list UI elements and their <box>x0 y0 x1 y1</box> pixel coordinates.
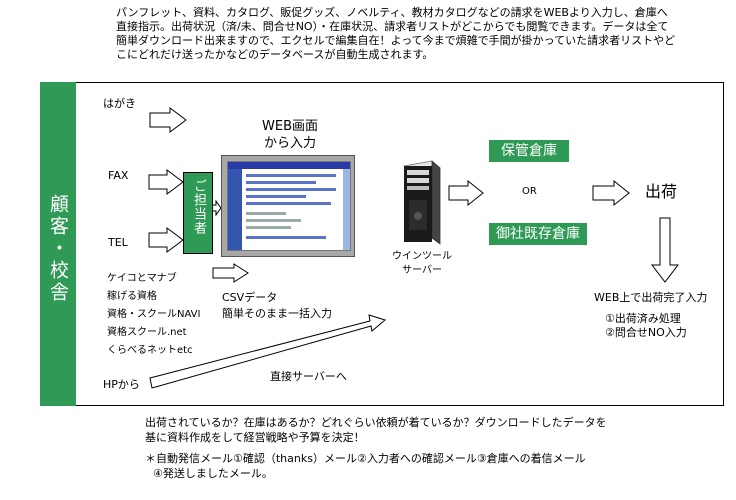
ship-arrow <box>592 179 630 207</box>
hp-label: HPから <box>103 378 140 391</box>
csv-caption: CSVデータ 簡単そのまま一括入力 <box>222 290 332 322</box>
bottom-text: 出荷されているか？在庫はあるか？どれぐらい依頼が着ているか？ダウンロードしたデー… <box>145 416 607 444</box>
complete-item: ②問合せNO入力 <box>605 326 687 339</box>
fax-arrow <box>148 169 184 195</box>
postcard-arrow <box>149 107 187 133</box>
server-line1: ウインツール <box>392 251 452 262</box>
customer-band: 顧客・校舎 <box>40 82 76 406</box>
direct-server-label: 直接サーバーへ <box>270 370 347 383</box>
server-arrow <box>448 179 484 207</box>
server-icon <box>403 160 441 245</box>
portal-item: 稼げる資格 <box>107 291 157 302</box>
fax-label: FAX <box>108 169 129 182</box>
server-line2: サーバー <box>402 265 442 276</box>
portal-arrow <box>212 263 249 283</box>
intro-text: パンフレット、資料、カタログ、販促グッズ、ノベルティ、教材カタログなどの請求をW… <box>116 6 676 61</box>
down-arrow <box>650 217 680 283</box>
tel-label: TEL <box>108 236 128 249</box>
tel-arrow <box>148 227 184 253</box>
csv-line2: 簡単そのまま一括入力 <box>222 307 332 320</box>
shipping-label: 出荷 <box>645 182 678 201</box>
tanto-arrow <box>211 199 222 217</box>
own-warehouse-box: 御社既存倉庫 <box>489 223 587 245</box>
hp-arrow <box>149 314 387 389</box>
server-caption: ウインツール サーバー <box>387 250 457 278</box>
storage-warehouse-box: 保管倉庫 <box>489 140 569 162</box>
note-line2: ④発送しましたメール。 <box>153 467 273 480</box>
web-screen-image <box>221 155 355 257</box>
csv-line1: CSVデータ <box>222 291 278 304</box>
or-label: OR <box>522 186 537 197</box>
complete-item: ①出荷済み処理 <box>605 312 681 325</box>
portal-item: 資格・スクールNAVI <box>107 309 201 320</box>
complete-list: ①出荷済み処理 ②問合せNO入力 <box>605 312 687 340</box>
portal-item: ケイコとマナブ <box>107 273 177 284</box>
web-complete-label: WEB上で出荷完了入力 <box>594 291 708 304</box>
web-input-line2: から入力 <box>263 136 316 151</box>
portal-item: 資格スクール.net <box>107 327 187 338</box>
tanto-label: ご担当者 <box>191 179 206 235</box>
note-line1: ＊自動発信メール①確認（thanks）メール②入力者への確認メール③倉庫への着信… <box>145 452 586 465</box>
web-input-line1: WEB画面 <box>262 119 318 134</box>
customer-label: 顧客・校舎 <box>47 194 69 304</box>
web-input-caption: WEB画面 から入力 <box>245 118 335 152</box>
postcard-label: はがき <box>103 97 136 110</box>
portal-item: くらべるネットetc <box>107 345 193 356</box>
portal-list: ケイコとマナブ 稼げる資格 資格・スクールNAVI 資格スクール.net くらべ… <box>107 270 200 360</box>
tanto-box: ご担当者 <box>183 172 213 254</box>
